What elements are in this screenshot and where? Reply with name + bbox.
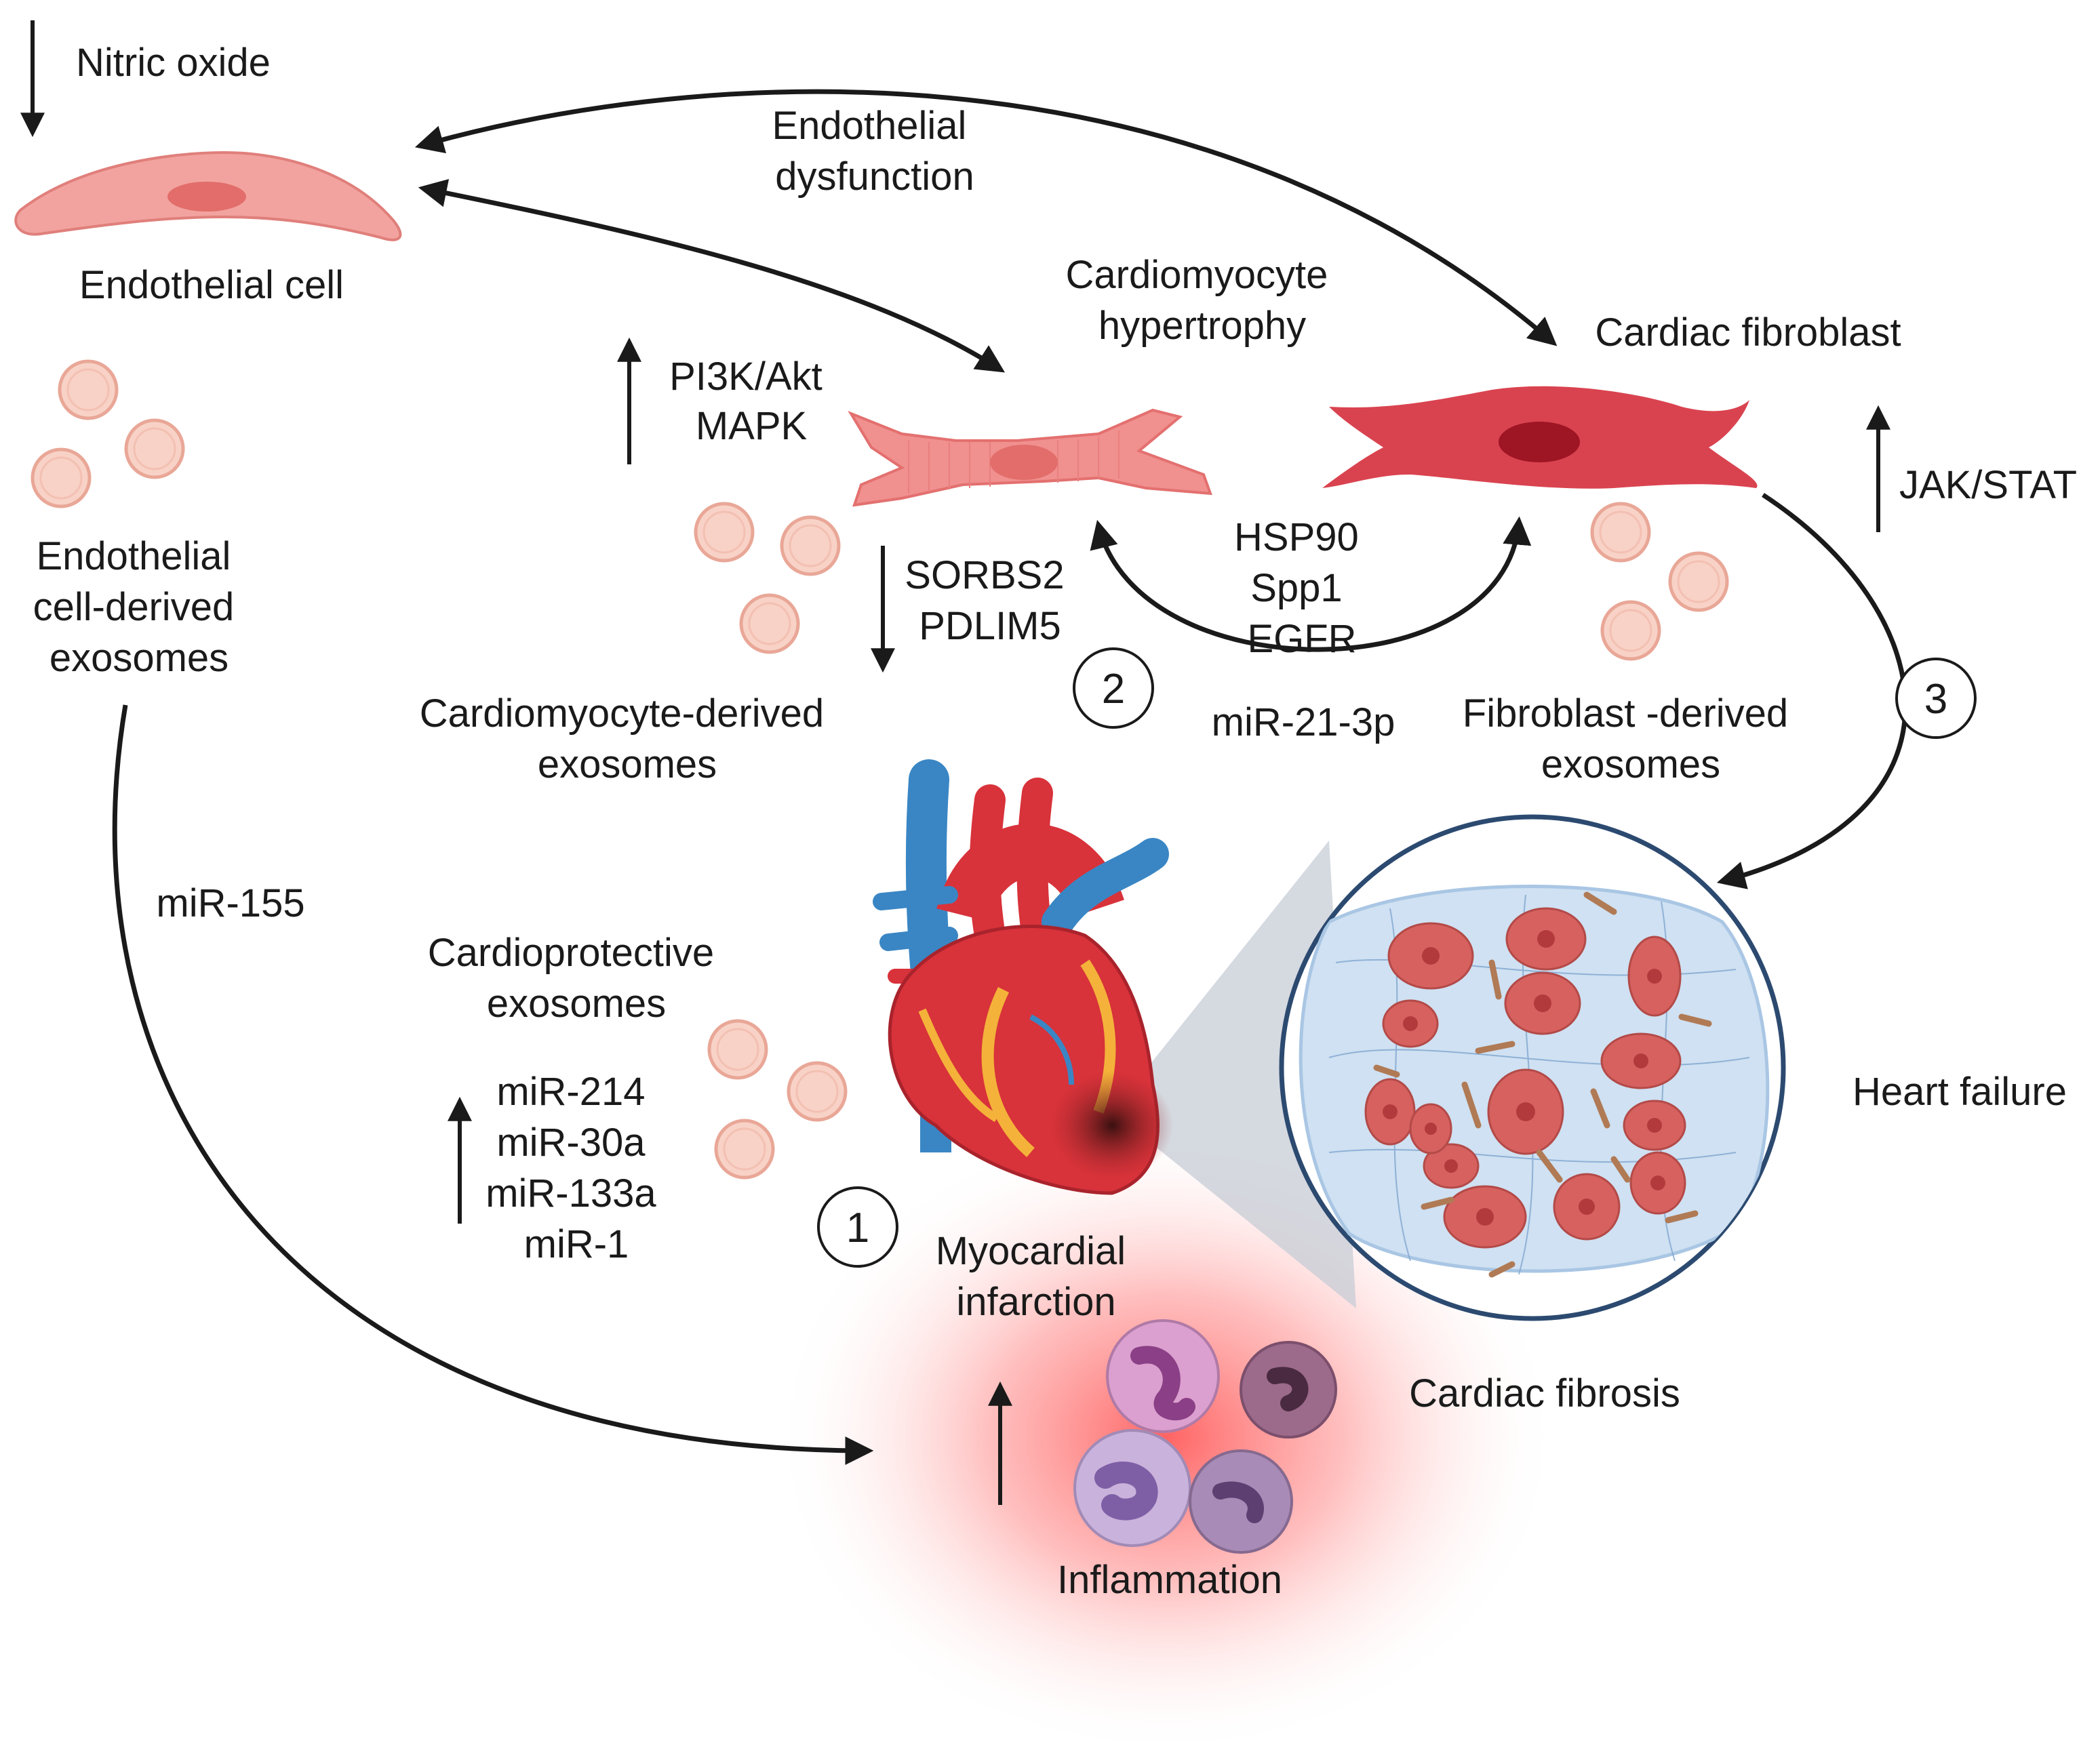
step-marker-1: 1 [817, 1186, 898, 1268]
heart-icon [873, 759, 1173, 1195]
label-hsp90-group: HSP90 Spp1 EGFR [1234, 515, 1370, 661]
cardiac-fibroblast-icon [1322, 386, 1758, 489]
label-mir-group: miR-214 miR-30a miR-133a miR-1 [486, 1070, 667, 1266]
arrow-fibroblast-cardiomyocyte [1090, 516, 1532, 652]
label-mir-21-3p: miR-21-3p [1212, 700, 1395, 744]
step-marker-2: 2 [1073, 647, 1154, 729]
label-pi3k-mapk: PI3K/Akt MAPK [669, 355, 833, 448]
immune-cell-icon [1073, 1319, 1337, 1554]
label-endothelial-dysfunction: Endothelial dysfunction [772, 104, 977, 199]
label-endothelial-exosomes: Endothelial cell-derived exosomes [33, 534, 245, 680]
label-sorbs2-group: SORBS2 PDLIM5 [905, 553, 1075, 648]
step-marker-3: 3 [1895, 658, 1977, 739]
label-cardiomyocyte-exosomes: Cardiomyocyte-derived exosomes [420, 691, 835, 786]
step-markers: 1 2 3 [817, 647, 1977, 1268]
arrow-fibroblast-heart-failure [1716, 493, 1908, 889]
exosome-icon [707, 1019, 848, 1180]
exosome-icon [1590, 502, 1729, 661]
label-cardiomyocyte-hypertrophy: Cardiomyocyte hypertrophy [1066, 253, 1339, 348]
label-inflammation: Inflammation [1057, 1558, 1282, 1602]
label-cardiac-fibrosis: Cardiac fibrosis [1409, 1371, 1680, 1415]
step-number-3: 3 [1924, 676, 1947, 723]
label-jak-stat: JAK/STAT [1899, 463, 2077, 507]
exosome-clusters [31, 359, 1729, 1180]
arrow-exosomes-inflammation [112, 704, 874, 1465]
label-heart-failure: Heart failure [1853, 1070, 2067, 1114]
tissue-magnifier-icon [1279, 814, 1786, 1321]
step-number-1: 1 [846, 1205, 869, 1251]
arrow-endothelial-cardiomyocyte [418, 179, 1006, 373]
label-fibroblast-exosomes: Fibroblast -derived exosomes [1463, 691, 1799, 786]
cardiomyocyte-icon [848, 408, 1212, 507]
label-endothelial-cell: Endothelial cell [79, 263, 344, 307]
magnifier-cone [1112, 841, 1356, 1308]
label-nitric-oxide: Nitric oxide [76, 41, 271, 85]
label-myocardial-infarction: Myocardial infarction [936, 1229, 1137, 1324]
label-mir-155: miR-155 [156, 881, 304, 925]
step-number-2: 2 [1102, 666, 1125, 712]
indicator-arrows [20, 20, 1890, 1505]
diagram-labels: Nitric oxide Endothelial dysfunction End… [33, 41, 2077, 1602]
endothelial-cell-icon [14, 150, 402, 241]
inflammation-glow [773, 1119, 1560, 1749]
label-cardioprotective-exosomes: Cardioprotective exosomes [428, 931, 725, 1026]
arrow-endothelial-fibroblast [414, 89, 1558, 346]
label-cardiac-fibroblast: Cardiac fibroblast [1595, 310, 1901, 355]
